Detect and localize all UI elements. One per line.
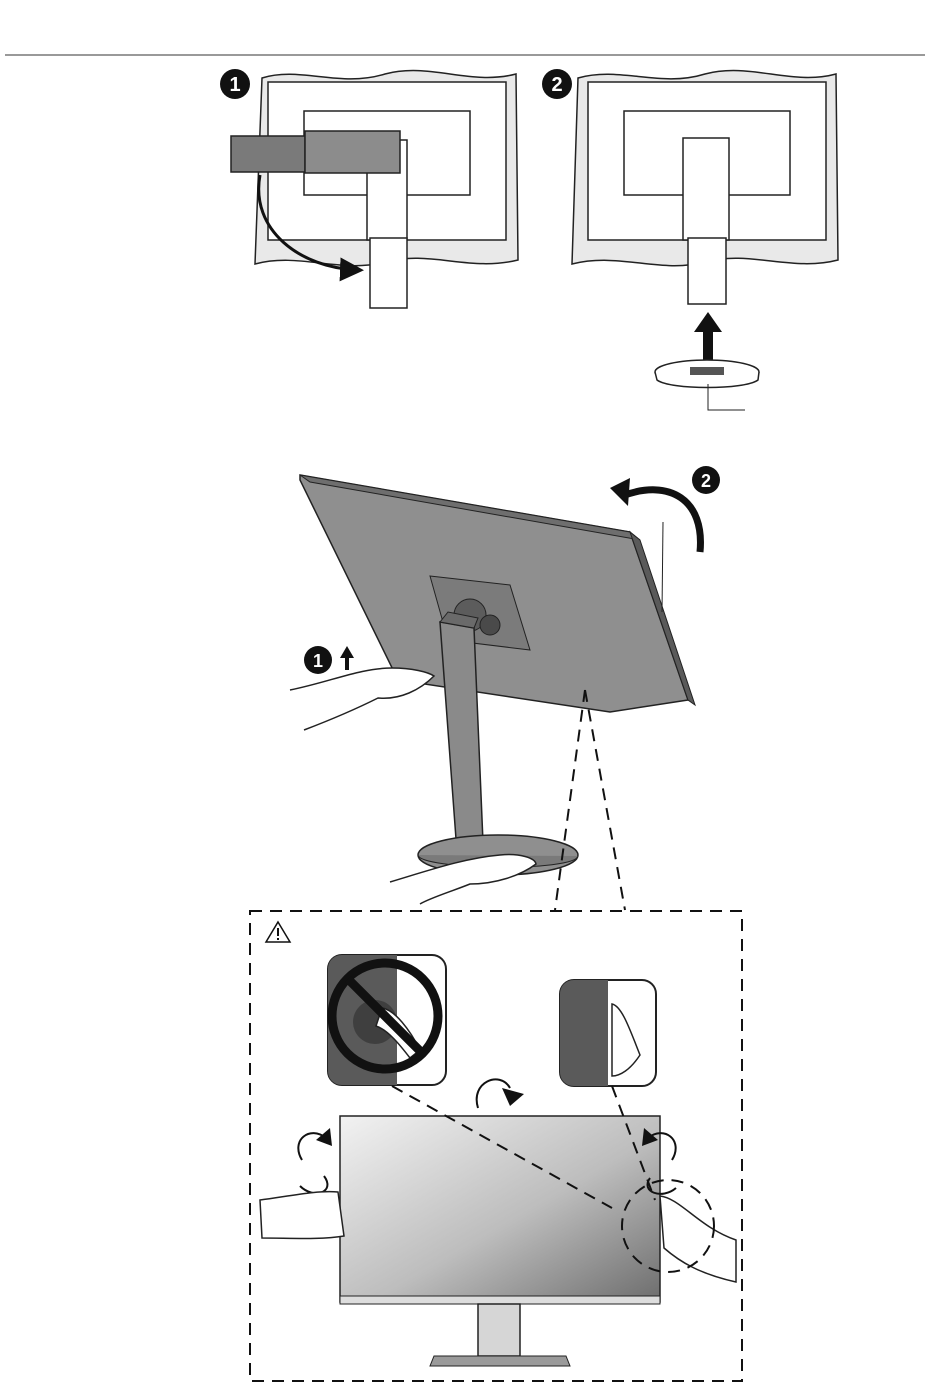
middle-step-1-number: 1	[313, 651, 323, 671]
middle-tilt-illustration: 1 2	[290, 466, 720, 910]
warning-triangle-icon	[266, 922, 290, 942]
step-2-number: 2	[551, 74, 562, 96]
step-1-number: 1	[229, 74, 240, 96]
middle-step-2-number: 2	[701, 471, 711, 491]
top-step-1-illustration: 1	[220, 69, 518, 308]
front-monitor	[340, 1116, 660, 1366]
correct-grip-detail	[560, 980, 656, 1086]
prohibited-grip-detail	[328, 955, 446, 1085]
top-step-2-illustration: 2	[542, 69, 838, 410]
caution-detail-illustration	[250, 911, 742, 1381]
